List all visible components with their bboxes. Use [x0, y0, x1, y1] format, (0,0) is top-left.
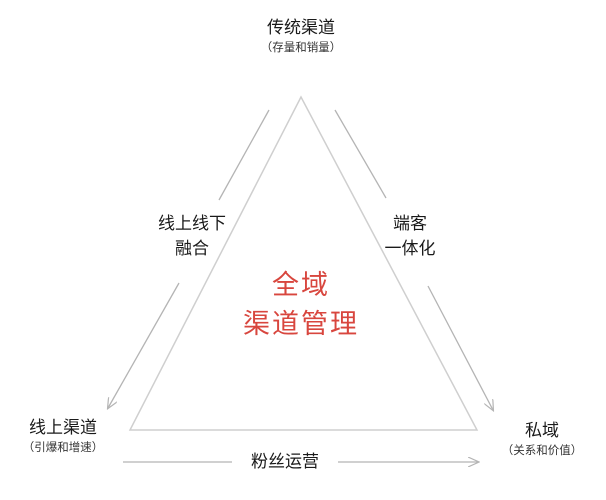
node-top-title: 传统渠道: [267, 18, 335, 38]
edge-right-line1: 端客: [393, 214, 427, 234]
center-title: 全域 渠道管理: [206, 266, 396, 344]
edge-left-label: 线上线下 融合: [142, 212, 242, 261]
edge-right-label: 端客 一体化: [360, 212, 460, 261]
edge-left-line1: 线上线下: [158, 214, 226, 234]
node-top-subtitle: （存量和销量）: [260, 39, 342, 54]
arrow-top-to-right-upper: [334, 109, 387, 199]
center-line2: 渠道管理: [243, 309, 359, 341]
node-right: 私域 （关系和价值）: [486, 421, 598, 457]
node-right-title: 私域: [525, 421, 559, 441]
edge-right-line2: 一体化: [384, 238, 436, 259]
edge-left-line2: 融合: [175, 238, 209, 259]
edge-bottom-text: 粉丝运营: [251, 452, 319, 472]
node-left: 线上渠道 （引爆和增速）: [8, 418, 118, 454]
arrow-top-to-left-lower: [108, 282, 180, 408]
arrow-top-to-left-upper: [218, 109, 270, 201]
node-top: 传统渠道 （存量和销量）: [226, 18, 376, 54]
edge-bottom-label: 粉丝运营: [234, 450, 336, 475]
node-left-title: 线上渠道: [29, 418, 97, 438]
center-line1: 全域: [272, 270, 330, 301]
arrow-top-to-right-lower: [427, 285, 493, 410]
node-left-subtitle: （引爆和增速）: [22, 439, 104, 454]
node-right-subtitle: （关系和价值）: [501, 442, 583, 457]
triangle-outline: [128, 95, 479, 431]
